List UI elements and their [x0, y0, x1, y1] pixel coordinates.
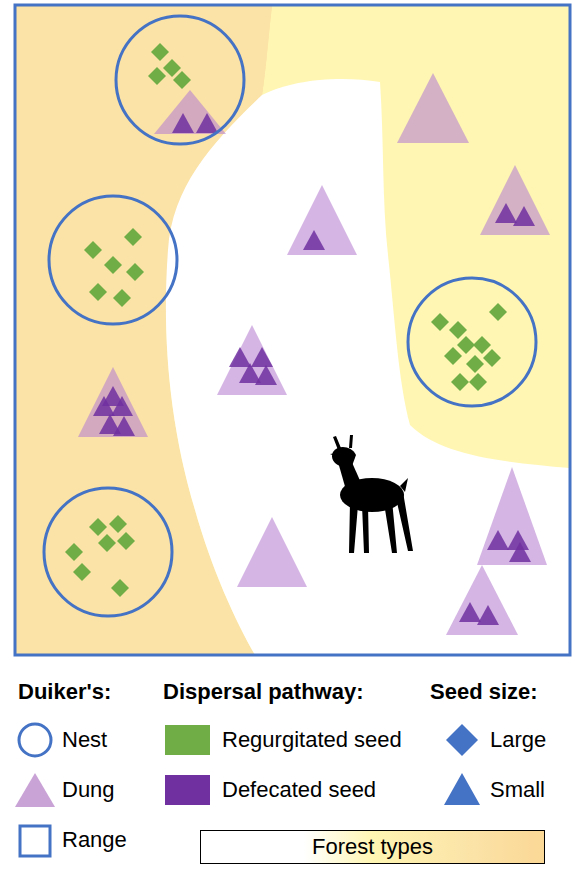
- duiker-head: [332, 447, 356, 466]
- regurgitated-seed: [451, 373, 469, 391]
- defecated-seed: [172, 113, 194, 133]
- regurgitated-seed: [89, 518, 107, 536]
- regurgitated-seed: [163, 59, 181, 77]
- defecated-seed: [102, 386, 124, 406]
- regurgitated-seed: [444, 347, 462, 365]
- defecated-seed: [509, 542, 531, 562]
- defecated-seed: [196, 113, 218, 133]
- regurgitated-seed: [89, 283, 107, 301]
- forest-types-label: Forest types: [312, 835, 433, 859]
- defecated-seed: [239, 363, 261, 383]
- regurgitated-seed: [109, 515, 127, 533]
- dung-pile: [217, 325, 287, 395]
- duiker-ear: [330, 452, 344, 459]
- legend-text: Dung: [62, 778, 115, 802]
- defecated-seed: [487, 530, 509, 550]
- duiker-tail: [400, 478, 408, 492]
- legend-text: Range: [62, 828, 127, 852]
- nest-circle: [44, 488, 172, 616]
- open-area: [166, 79, 570, 655]
- defecated-seed: [495, 203, 517, 223]
- legend-text: Nest: [62, 728, 107, 752]
- regurgitated-seed: [84, 241, 102, 259]
- dung-pile: [480, 165, 550, 235]
- regurgitated-seed: [489, 303, 507, 321]
- dung-pile: [477, 467, 547, 565]
- regurgitated-seed: [473, 336, 491, 354]
- regurgitated-seed: [449, 321, 467, 339]
- regurgitated-seed: [173, 71, 191, 89]
- range-border: [15, 5, 570, 655]
- dung-pile: [397, 73, 469, 143]
- regurgitated-seed: [126, 263, 144, 281]
- regurgitated-seed: [113, 289, 131, 307]
- dung-pile: [154, 90, 226, 134]
- regurgitated-seed: [104, 256, 122, 274]
- dung-pile: [287, 185, 357, 255]
- dung-pile: [446, 565, 518, 635]
- dung-symbol: [15, 773, 55, 807]
- nest-circle: [49, 196, 177, 324]
- legend-swatch: [165, 775, 210, 805]
- regurgitated-seed: [111, 579, 129, 597]
- defecated-seed: [459, 602, 481, 622]
- dung-pile: [237, 517, 307, 587]
- duiker-legs: [349, 492, 413, 553]
- regurgitated-seed: [124, 228, 142, 246]
- legend-text: Defecated seed: [222, 778, 376, 802]
- legend-text: Large: [490, 728, 546, 752]
- defecated-seed: [229, 347, 251, 367]
- legend-text: Small: [490, 778, 545, 802]
- regurgitated-seed: [431, 313, 449, 331]
- map: [15, 5, 570, 655]
- defecated-seed: [251, 347, 273, 367]
- duiker-horns: [333, 435, 353, 450]
- range-symbol: [20, 826, 50, 856]
- defecated-seed: [477, 605, 499, 625]
- yellow-forest: [15, 5, 570, 655]
- defecated-seed: [513, 206, 535, 226]
- defecated-seed: [113, 416, 135, 436]
- defecated-seed: [303, 230, 325, 250]
- large-seed-symbol: [446, 724, 478, 756]
- regurgitated-seed: [148, 67, 166, 85]
- map-symbols: [44, 16, 550, 635]
- dung-pile: [78, 367, 148, 437]
- legend-text: Regurgitated seed: [222, 728, 402, 752]
- regurgitated-seed: [65, 543, 83, 561]
- legend-heading: Dispersal pathway:: [163, 680, 364, 704]
- regurgitated-seed: [469, 373, 487, 391]
- defecated-seed: [255, 365, 277, 385]
- regurgitated-seed: [466, 355, 484, 373]
- regurgitated-seed: [151, 43, 169, 61]
- nest-symbol: [19, 724, 51, 756]
- legend-heading: Duiker's:: [18, 680, 111, 704]
- legend-heading: Seed size:: [430, 680, 538, 704]
- regurgitated-seed: [483, 349, 501, 367]
- regurgitated-seed: [73, 563, 91, 581]
- nest-circle: [116, 16, 244, 144]
- duiker-silhouette: [330, 435, 413, 553]
- small-seed-symbol: [444, 773, 480, 805]
- nest-circle: [408, 278, 536, 406]
- regurgitated-seed: [457, 336, 475, 354]
- legend-swatch: [165, 725, 210, 755]
- regurgitated-seed: [117, 532, 135, 550]
- regurgitated-seed: [98, 534, 116, 552]
